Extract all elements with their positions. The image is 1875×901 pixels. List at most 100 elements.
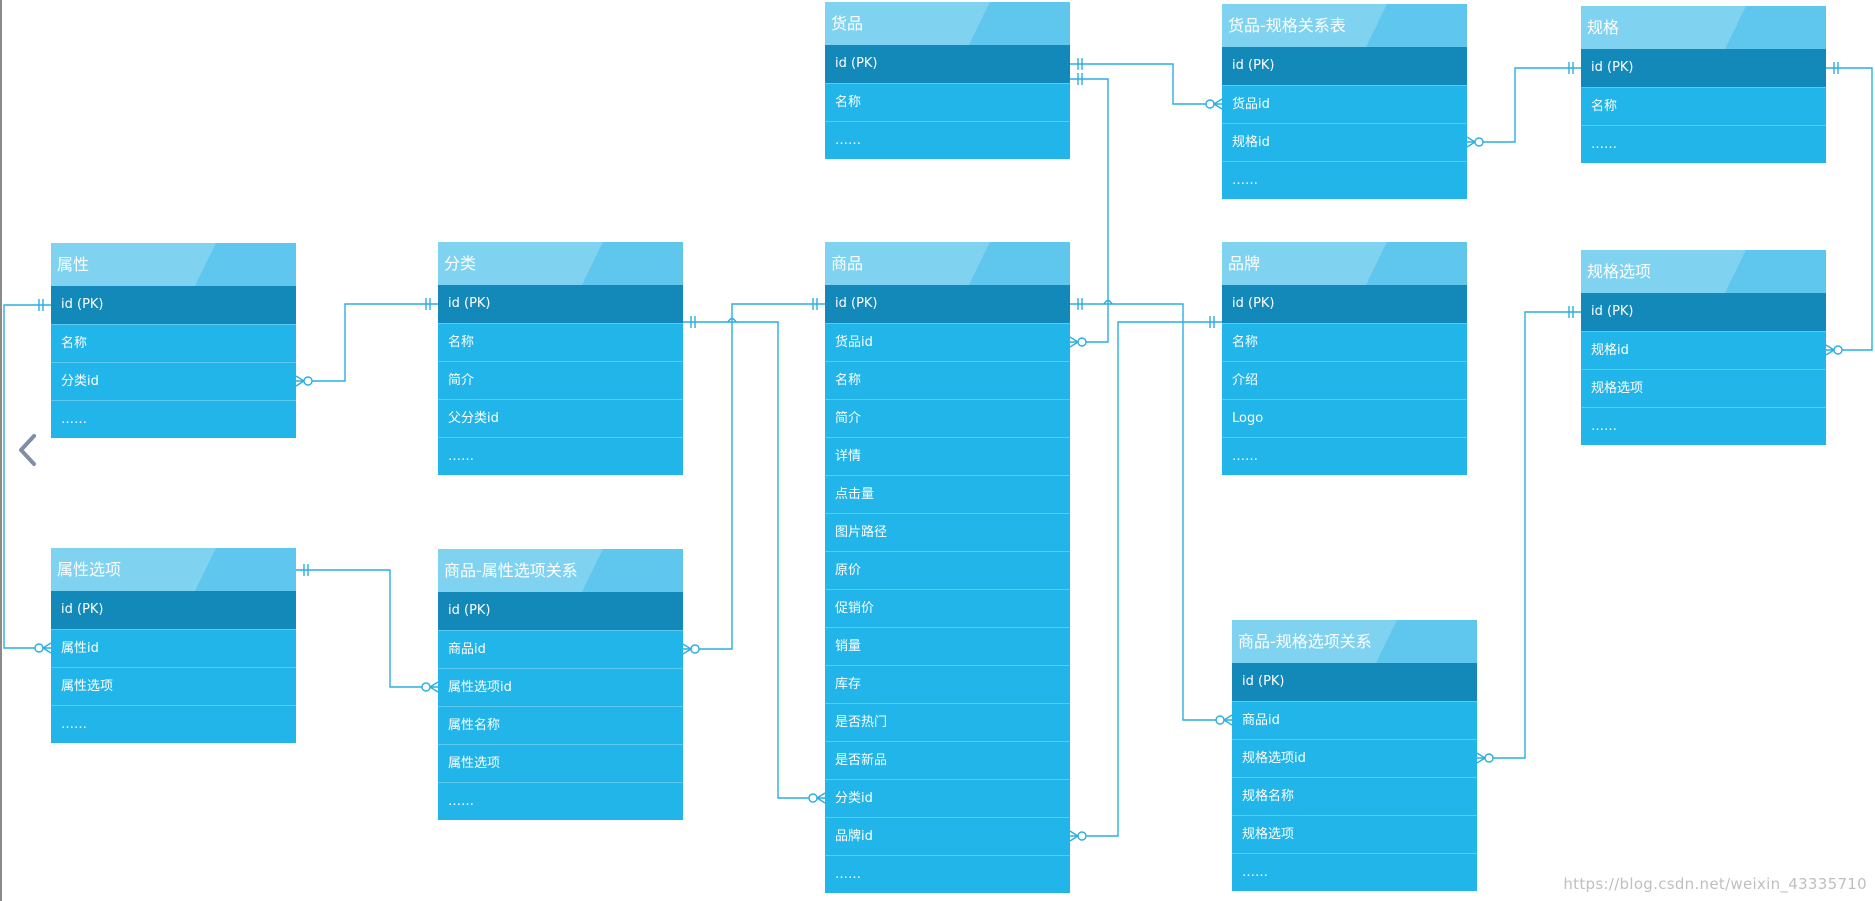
entity-title: 规格 bbox=[1581, 6, 1826, 49]
entity-field: 规格选项id bbox=[1232, 739, 1477, 777]
one-marker bbox=[1077, 298, 1083, 310]
entity-field: 货品id bbox=[1222, 85, 1467, 123]
relation-line bbox=[683, 303, 825, 650]
one-marker bbox=[812, 298, 818, 310]
one-marker bbox=[1568, 62, 1574, 74]
many-marker-circle bbox=[690, 644, 700, 654]
many-marker-circle bbox=[421, 682, 431, 692]
one-marker bbox=[1568, 306, 1574, 318]
entity-field: 促销价 bbox=[825, 589, 1070, 627]
entity-field: 名称 bbox=[825, 83, 1070, 121]
entity-field: 库存 bbox=[825, 665, 1070, 703]
many-marker-circle bbox=[1205, 99, 1215, 109]
entity-field: 销量 bbox=[825, 627, 1070, 665]
entity-title: 规格选项 bbox=[1581, 250, 1826, 293]
primary-key-field: id (PK) bbox=[1232, 663, 1477, 701]
entity-field: …… bbox=[825, 121, 1070, 159]
entity-title: 商品 bbox=[825, 242, 1070, 285]
entity-field: 规格选项 bbox=[1232, 815, 1477, 853]
line-jump bbox=[727, 317, 737, 323]
entity-field: …… bbox=[51, 705, 296, 743]
entity-field: …… bbox=[51, 400, 296, 438]
primary-key-field: id (PK) bbox=[825, 285, 1070, 323]
one-marker bbox=[1209, 316, 1215, 328]
entity-field: …… bbox=[1222, 437, 1467, 475]
entity-field: 分类id bbox=[51, 362, 296, 400]
one-marker bbox=[425, 298, 431, 310]
chevron-left-icon[interactable] bbox=[13, 430, 43, 470]
many-marker-circle bbox=[1833, 345, 1843, 355]
relation-line bbox=[1070, 78, 1109, 343]
entity-title: 货品 bbox=[825, 2, 1070, 45]
entity-field: …… bbox=[825, 855, 1070, 893]
entity-field: …… bbox=[1581, 125, 1826, 163]
relation-line bbox=[1477, 311, 1581, 759]
entity-field: 介绍 bbox=[1222, 361, 1467, 399]
entity-field: 属性名称 bbox=[438, 706, 683, 744]
entity-field: 规格名称 bbox=[1232, 777, 1477, 815]
entity-field: …… bbox=[1232, 853, 1477, 891]
entity-field: …… bbox=[438, 437, 683, 475]
relation-line bbox=[1070, 321, 1222, 837]
many-marker-circle bbox=[1077, 337, 1087, 347]
line-jump bbox=[1103, 299, 1113, 305]
entity-field: 图片路径 bbox=[825, 513, 1070, 551]
relation-line bbox=[1070, 303, 1232, 721]
entity-field: 规格id bbox=[1581, 331, 1826, 369]
many-marker-circle bbox=[1484, 753, 1494, 763]
entity-field: 分类id bbox=[825, 779, 1070, 817]
many-marker-circle bbox=[1215, 715, 1225, 725]
entity-field: 名称 bbox=[438, 323, 683, 361]
entity-field: 详情 bbox=[825, 437, 1070, 475]
entity-field: Logo bbox=[1222, 399, 1467, 437]
one-marker bbox=[1077, 73, 1083, 85]
entity-field: 原价 bbox=[825, 551, 1070, 589]
one-marker bbox=[303, 564, 309, 576]
many-marker-circle bbox=[34, 643, 44, 653]
one-marker bbox=[38, 299, 44, 311]
entity-field: 规格id bbox=[1222, 123, 1467, 161]
entity-field: 名称 bbox=[1222, 323, 1467, 361]
entity-title: 分类 bbox=[438, 242, 683, 285]
relation-line bbox=[1467, 67, 1581, 143]
entity-field: 属性选项 bbox=[51, 667, 296, 705]
relation-line bbox=[1826, 67, 1873, 351]
watermark: https://blog.csdn.net/weixin_43335710 bbox=[1563, 875, 1867, 893]
many-marker-circle bbox=[1077, 831, 1087, 841]
relation-line bbox=[296, 569, 438, 688]
relation-line bbox=[1070, 63, 1222, 105]
one-marker bbox=[1833, 62, 1839, 74]
entity-title: 商品-规格选项关系 bbox=[1232, 620, 1477, 663]
entity-field: …… bbox=[1581, 407, 1826, 445]
entity-title: 属性选项 bbox=[51, 548, 296, 591]
entity-field: 简介 bbox=[825, 399, 1070, 437]
entity-field: 是否热门 bbox=[825, 703, 1070, 741]
entity-field: 属性选项id bbox=[438, 668, 683, 706]
entity-field: 名称 bbox=[825, 361, 1070, 399]
primary-key-field: id (PK) bbox=[1222, 285, 1467, 323]
one-marker bbox=[1077, 58, 1083, 70]
entity-field: …… bbox=[1222, 161, 1467, 199]
primary-key-field: id (PK) bbox=[51, 591, 296, 629]
entity-title: 货品-规格关系表 bbox=[1222, 4, 1467, 47]
relation-line bbox=[683, 321, 825, 799]
many-marker-circle bbox=[808, 793, 818, 803]
entity-field: 货品id bbox=[825, 323, 1070, 361]
entity-title: 品牌 bbox=[1222, 242, 1467, 285]
entity-field: 名称 bbox=[51, 324, 296, 362]
left-border bbox=[0, 0, 2, 901]
entity-field: 商品id bbox=[1232, 701, 1477, 739]
entity-field: 商品id bbox=[438, 630, 683, 668]
